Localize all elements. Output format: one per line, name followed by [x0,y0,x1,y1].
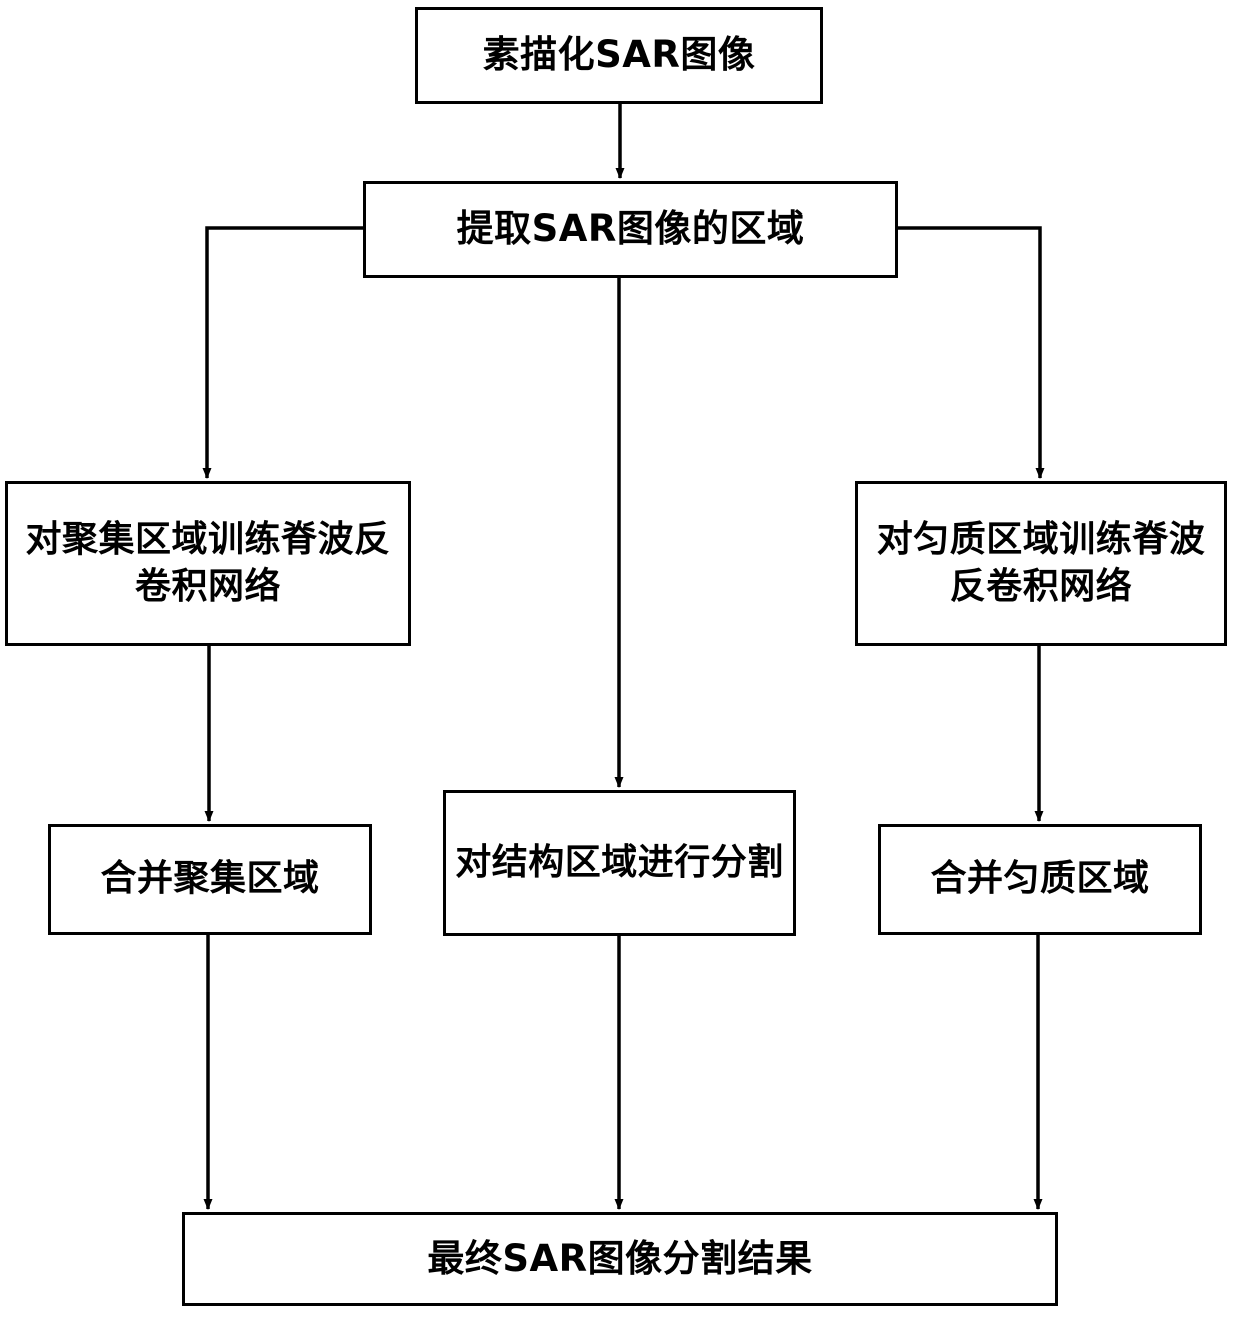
node-source-label: 素描化SAR图像 [482,33,756,77]
edge-extract-to-homog [898,226,1045,479]
node-extract-regions[interactable]: 提取SAR图像的区域 [363,181,898,278]
node-final-label: 最终SAR图像分割结果 [427,1236,813,1280]
node-merge-cluster-label: 合并聚集区域 [100,858,320,900]
node-source-sar-image[interactable]: 素描化SAR图像 [415,7,823,104]
node-cluster-label: 对聚集区域训练脊波反卷积网络 [25,518,391,607]
node-extract-label: 提取SAR图像的区域 [456,207,805,251]
node-merge-homogeneous-regions[interactable]: 合并匀质区域 [878,824,1202,935]
node-final-segmentation-result[interactable]: 最终SAR图像分割结果 [182,1212,1058,1306]
node-train-cluster-ridgelet-network[interactable]: 对聚集区域训练脊波反卷积网络 [5,481,411,646]
node-merge-homogeneous-label: 合并匀质区域 [930,858,1150,900]
node-segment-structure-regions[interactable]: 对结构区域进行分割 [443,790,796,936]
node-structure-label: 对结构区域进行分割 [455,841,784,883]
node-train-homogeneous-ridgelet-network[interactable]: 对匀质区域训练脊波反卷积网络 [855,481,1227,646]
node-homogeneous-label: 对匀质区域训练脊波反卷积网络 [876,518,1206,607]
node-merge-cluster-regions[interactable]: 合并聚集区域 [48,824,372,935]
edge-extract-to-cluster [202,226,363,479]
